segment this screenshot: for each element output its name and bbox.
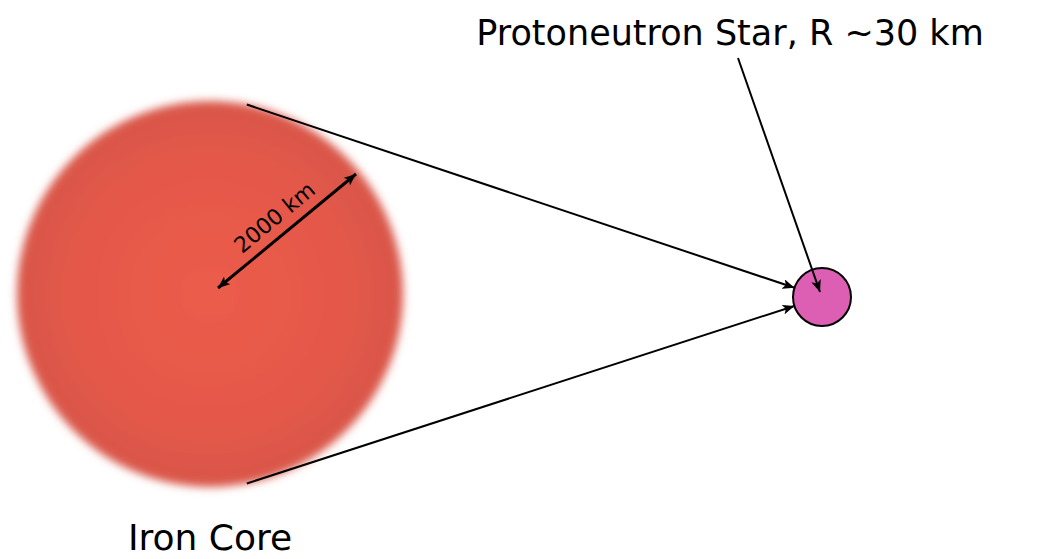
node-label: Iron Core (128, 516, 292, 559)
iron-core: Iron Core (13, 97, 407, 491)
leader-line (738, 58, 820, 292)
iron-core-disc (17, 101, 403, 487)
protoneutron-star: Protoneutron Star, R ~30 km (792, 267, 852, 327)
node-label: Protoneutron Star, R ~30 km (476, 12, 983, 54)
protoneutron-star-outline (792, 267, 852, 327)
iron-core-outline (13, 97, 407, 491)
protoneutron-star-disc (793, 268, 851, 326)
